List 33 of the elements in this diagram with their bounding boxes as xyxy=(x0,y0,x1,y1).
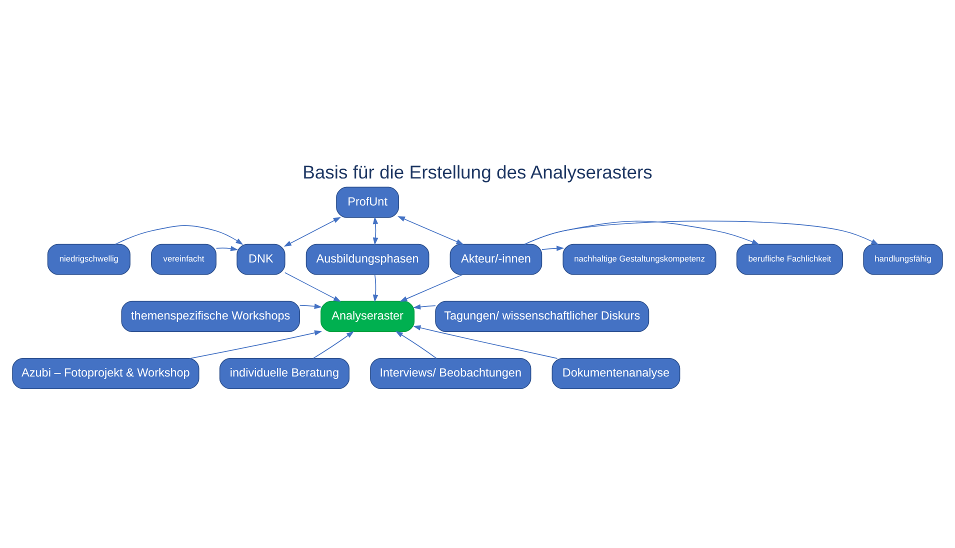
node-box: Ausbildungsphasen xyxy=(306,243,430,274)
node-box: Azubi – Fotoprojekt & Workshop xyxy=(12,358,200,389)
node-box: berufliche Fachlichkeit xyxy=(736,243,843,274)
node-box: Tagungen/ wissenschaftlicher Diskurs xyxy=(435,300,650,332)
node-box: nachhaltige Gestaltungskompetenz xyxy=(562,243,716,274)
arrow xyxy=(284,216,341,246)
arrow xyxy=(413,304,436,310)
node-box: Akteur/-innen xyxy=(450,243,542,274)
node-box: Dokumentenanalyse xyxy=(552,358,680,389)
arrow xyxy=(413,324,558,358)
node-box: DNK xyxy=(236,243,286,274)
node-box: individuelle Beratung xyxy=(219,358,350,389)
arrow xyxy=(216,245,238,251)
node-box: Analyseraster xyxy=(320,300,415,332)
arrow xyxy=(284,272,342,302)
node-box: handlungsfähig xyxy=(863,243,943,274)
arrow xyxy=(397,216,464,244)
arrow xyxy=(372,274,378,302)
arrow xyxy=(524,220,879,244)
diagram-title: Basis für die Erstellung des Analyserasters xyxy=(302,160,652,182)
arrow xyxy=(400,274,463,302)
arrow xyxy=(542,245,564,250)
arrow xyxy=(299,303,322,308)
arrow xyxy=(395,330,437,358)
node-box: niedrigschwellig xyxy=(47,243,130,274)
arrow xyxy=(372,216,378,245)
node-box: ProfUnt xyxy=(336,186,400,218)
arrow xyxy=(115,224,244,244)
node-box: vereinfacht xyxy=(151,243,216,274)
arrow xyxy=(190,330,322,358)
node-box: themenspezifische Workshops xyxy=(121,300,300,332)
arrow xyxy=(313,330,354,358)
node-box: Interviews/ Beobachtungen xyxy=(370,358,532,389)
